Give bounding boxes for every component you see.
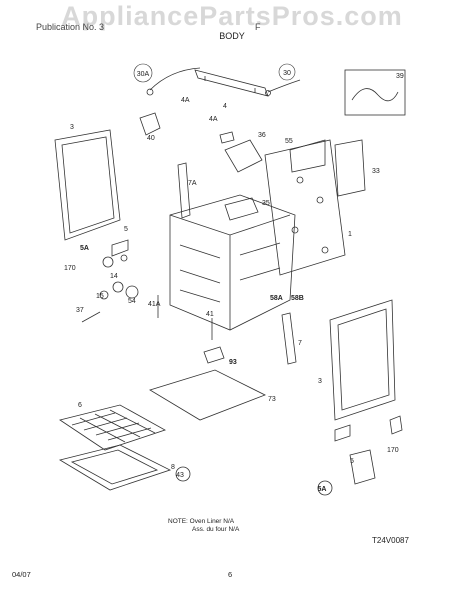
callout: 40 [147,135,155,142]
broil-pan [58,444,172,491]
callout: 3 [318,378,322,385]
wire-30a [149,67,201,91]
callout: 33 [372,168,380,175]
publication-number: Publication No. 3 [36,22,105,32]
callout: 1 [348,231,352,238]
callout: 5 [350,458,354,465]
callout: 14 [110,273,118,280]
page-number: 6 [228,570,233,579]
callout: 30 [283,70,291,77]
callout: 5A [80,245,89,252]
top-bracket [194,69,269,97]
note-line-1: NOTE: Oven Liner N/A [168,518,235,525]
model-number: F [255,22,261,32]
callout: 170 [64,265,76,272]
callout: 93 [229,359,237,366]
part-box-39 [344,69,406,116]
callout: 43 [176,472,184,479]
callout-labels: 30A 4A 4 30 39 3 4A 40 36 35 55 33 7A 1 … [64,63,404,493]
callout: 4A [209,116,218,123]
callout: 7 [298,340,302,347]
callout: 5A [318,486,327,493]
callout: 7A [188,180,197,187]
diagram-code: T24V0087 [372,536,409,545]
callout: 3 [70,124,74,131]
bracket-7 [281,312,297,365]
callout: 58A [270,295,283,302]
callout: 5 [124,226,128,233]
callout: 4A [181,97,190,104]
side-panel-left [54,129,121,241]
shield-36 [224,139,263,173]
callout: 35 [262,200,270,207]
side-panel-right [329,299,396,421]
note: NOTE: Oven Liner N/A Ass. du four N/A [168,518,239,534]
wire-30 [267,79,301,93]
footer-date: 04/07 [12,570,31,579]
callout: 73 [268,396,276,403]
callout: 30A [137,71,150,78]
callout: 41A [148,301,161,308]
callout: 4 [223,103,227,110]
callout: 37 [76,307,84,314]
oven-body [169,194,296,331]
callout: 39 [396,73,404,80]
hinge-5a-left [102,256,114,268]
callout: 54 [128,298,136,305]
oven-rack [59,404,166,451]
panel-33 [334,139,366,197]
note-line-2: Ass. du four N/A [192,526,240,533]
section-title: BODY [219,31,245,41]
callout: 8 [171,464,175,471]
bottom-pan [149,369,266,421]
bracket-7a [177,162,191,219]
clip-40 [139,112,161,136]
callout: 15 [96,293,104,300]
callout: 6 [78,402,82,409]
back-panel [264,139,346,276]
callout: 41 [206,311,214,318]
callout: 55 [285,138,293,145]
callout: 36 [258,132,266,139]
callout: 170 [387,447,399,454]
watermark: AppliancePartsPros.com [61,1,403,31]
callout: 58B [291,295,304,302]
hinge-5-right [349,449,376,485]
